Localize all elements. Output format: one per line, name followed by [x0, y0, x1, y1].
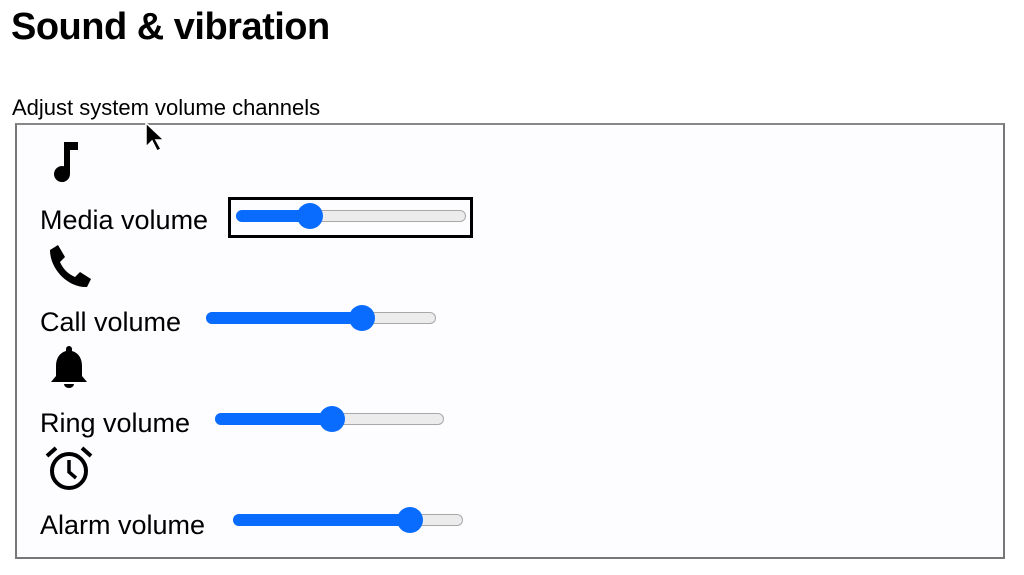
ring-volume-slider[interactable]: [215, 406, 444, 432]
alarm-volume-slider[interactable]: [233, 507, 463, 533]
music-note-icon: [54, 142, 78, 183]
call-volume-label: Call volume: [40, 307, 182, 337]
alarm-clock-icon: [45, 446, 93, 490]
phone-icon: [50, 245, 91, 288]
slider-fill: [206, 312, 363, 324]
volume-group-legend: Adjust system volume channels: [12, 95, 321, 120]
slider-thumb[interactable]: [296, 203, 323, 229]
slider-thumb[interactable]: [396, 507, 423, 533]
focus-ring: [228, 197, 473, 238]
slider-fill: [233, 514, 410, 526]
media-volume-slider[interactable]: [236, 203, 466, 229]
alarm-volume-label: Alarm volume: [40, 510, 206, 540]
volume-channels-group: [15, 123, 1005, 559]
bell-icon: [51, 346, 87, 388]
page-title: Sound & vibration: [11, 6, 330, 48]
slider-thumb[interactable]: [318, 406, 345, 432]
slider-thumb[interactable]: [349, 305, 376, 331]
slider-fill: [236, 210, 310, 222]
media-volume-label: Media volume: [40, 205, 209, 235]
slider-fill: [215, 413, 332, 425]
ring-volume-label: Ring volume: [40, 408, 191, 438]
mouse-cursor-icon: [145, 121, 166, 153]
call-volume-slider[interactable]: [206, 305, 436, 331]
